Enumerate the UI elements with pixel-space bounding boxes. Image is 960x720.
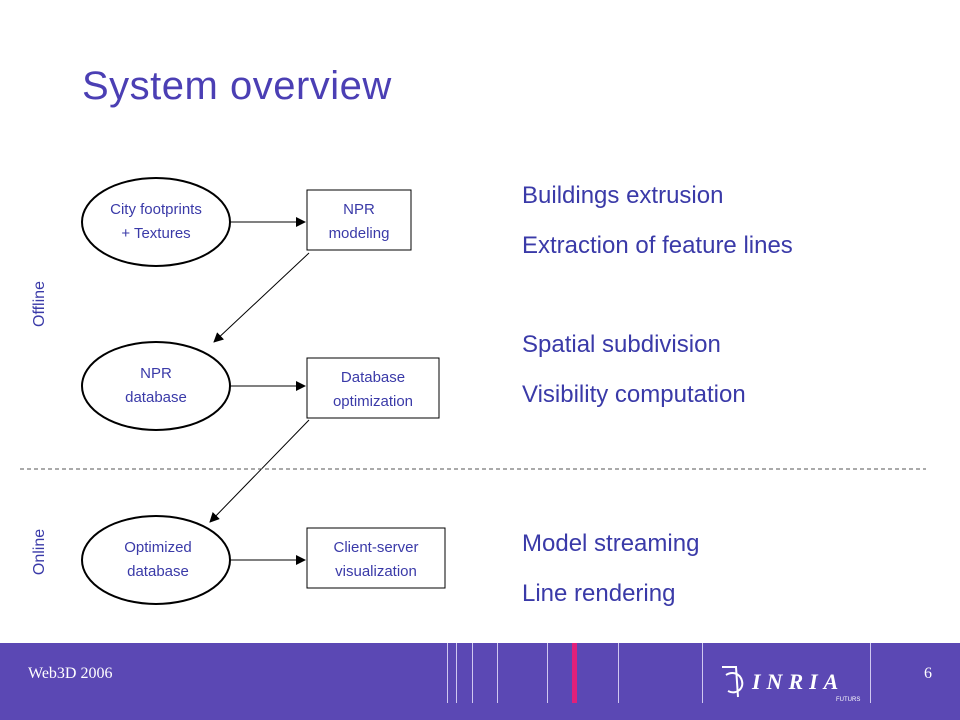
- node-npr-modeling-line2: modeling: [329, 225, 390, 242]
- node-optimized-database-line1: Optimized: [124, 539, 192, 556]
- footer-divider: [618, 643, 619, 703]
- node-optimized-database-line2: database: [127, 563, 189, 580]
- node-database-optimization: Database optimization: [306, 357, 440, 419]
- page-number: 6: [924, 665, 932, 682]
- node-database-optimization-line1: Database: [341, 369, 405, 386]
- footer-divider: [456, 643, 457, 703]
- node-client-server: Client-server visualization: [306, 527, 446, 589]
- node-npr-database: NPR database: [81, 341, 231, 431]
- inria-logo: INRIA FUTURS: [722, 666, 860, 703]
- node-npr-database-line1: NPR: [140, 365, 172, 382]
- page-title: System overview: [82, 64, 392, 108]
- node-client-server-line2: visualization: [335, 563, 417, 580]
- node-client-server-line1: Client-server: [333, 539, 418, 556]
- node-city-footprints: City footprints + Textures: [81, 177, 231, 267]
- desc-line-rendering: Line rendering: [522, 580, 676, 607]
- node-npr-modeling-line1: NPR: [343, 201, 375, 218]
- node-database-optimization-line2: optimization: [333, 393, 413, 410]
- desc-buildings-extrusion: Buildings extrusion: [522, 182, 724, 209]
- footer-divider: [497, 643, 498, 703]
- footer-conference: Web3D 2006: [28, 665, 113, 682]
- footer-divider: [447, 643, 448, 703]
- footer-divider: [702, 643, 703, 703]
- footer-divider: [870, 643, 871, 703]
- node-city-footprints-line1: City footprints: [110, 201, 202, 218]
- footer-divider: [472, 643, 473, 703]
- node-npr-modeling: NPR modeling: [306, 189, 412, 251]
- inria-logo-text: INRIA: [751, 669, 844, 694]
- inria-logo-mark-icon: [722, 666, 744, 698]
- footer-divider: [547, 643, 548, 703]
- side-label-online: Online: [31, 528, 48, 576]
- side-label-offline: Offline: [31, 281, 48, 327]
- desc-visibility-computation: Visibility computation: [522, 381, 746, 408]
- desc-model-streaming: Model streaming: [522, 530, 700, 557]
- inria-logo-subtext: FUTURS: [836, 697, 860, 703]
- footer-bar: Web3D 2006 INRIA FUTURS 6: [0, 643, 960, 720]
- arrow-npr-modeling-to-npr-db: [213, 252, 310, 343]
- desc-spatial-subdivision: Spatial subdivision: [522, 331, 721, 358]
- node-optimized-database: Optimized database: [81, 515, 231, 605]
- node-npr-database-line2: database: [125, 389, 187, 406]
- footer-accent-bar: [572, 643, 577, 703]
- desc-feature-lines: Extraction of feature lines: [522, 232, 793, 259]
- system-diagram: City footprints + Textures NPR modeling …: [20, 177, 926, 605]
- arrow-db-optimization-to-optimized-db: [209, 419, 310, 523]
- node-city-footprints-line2: + Textures: [121, 225, 190, 242]
